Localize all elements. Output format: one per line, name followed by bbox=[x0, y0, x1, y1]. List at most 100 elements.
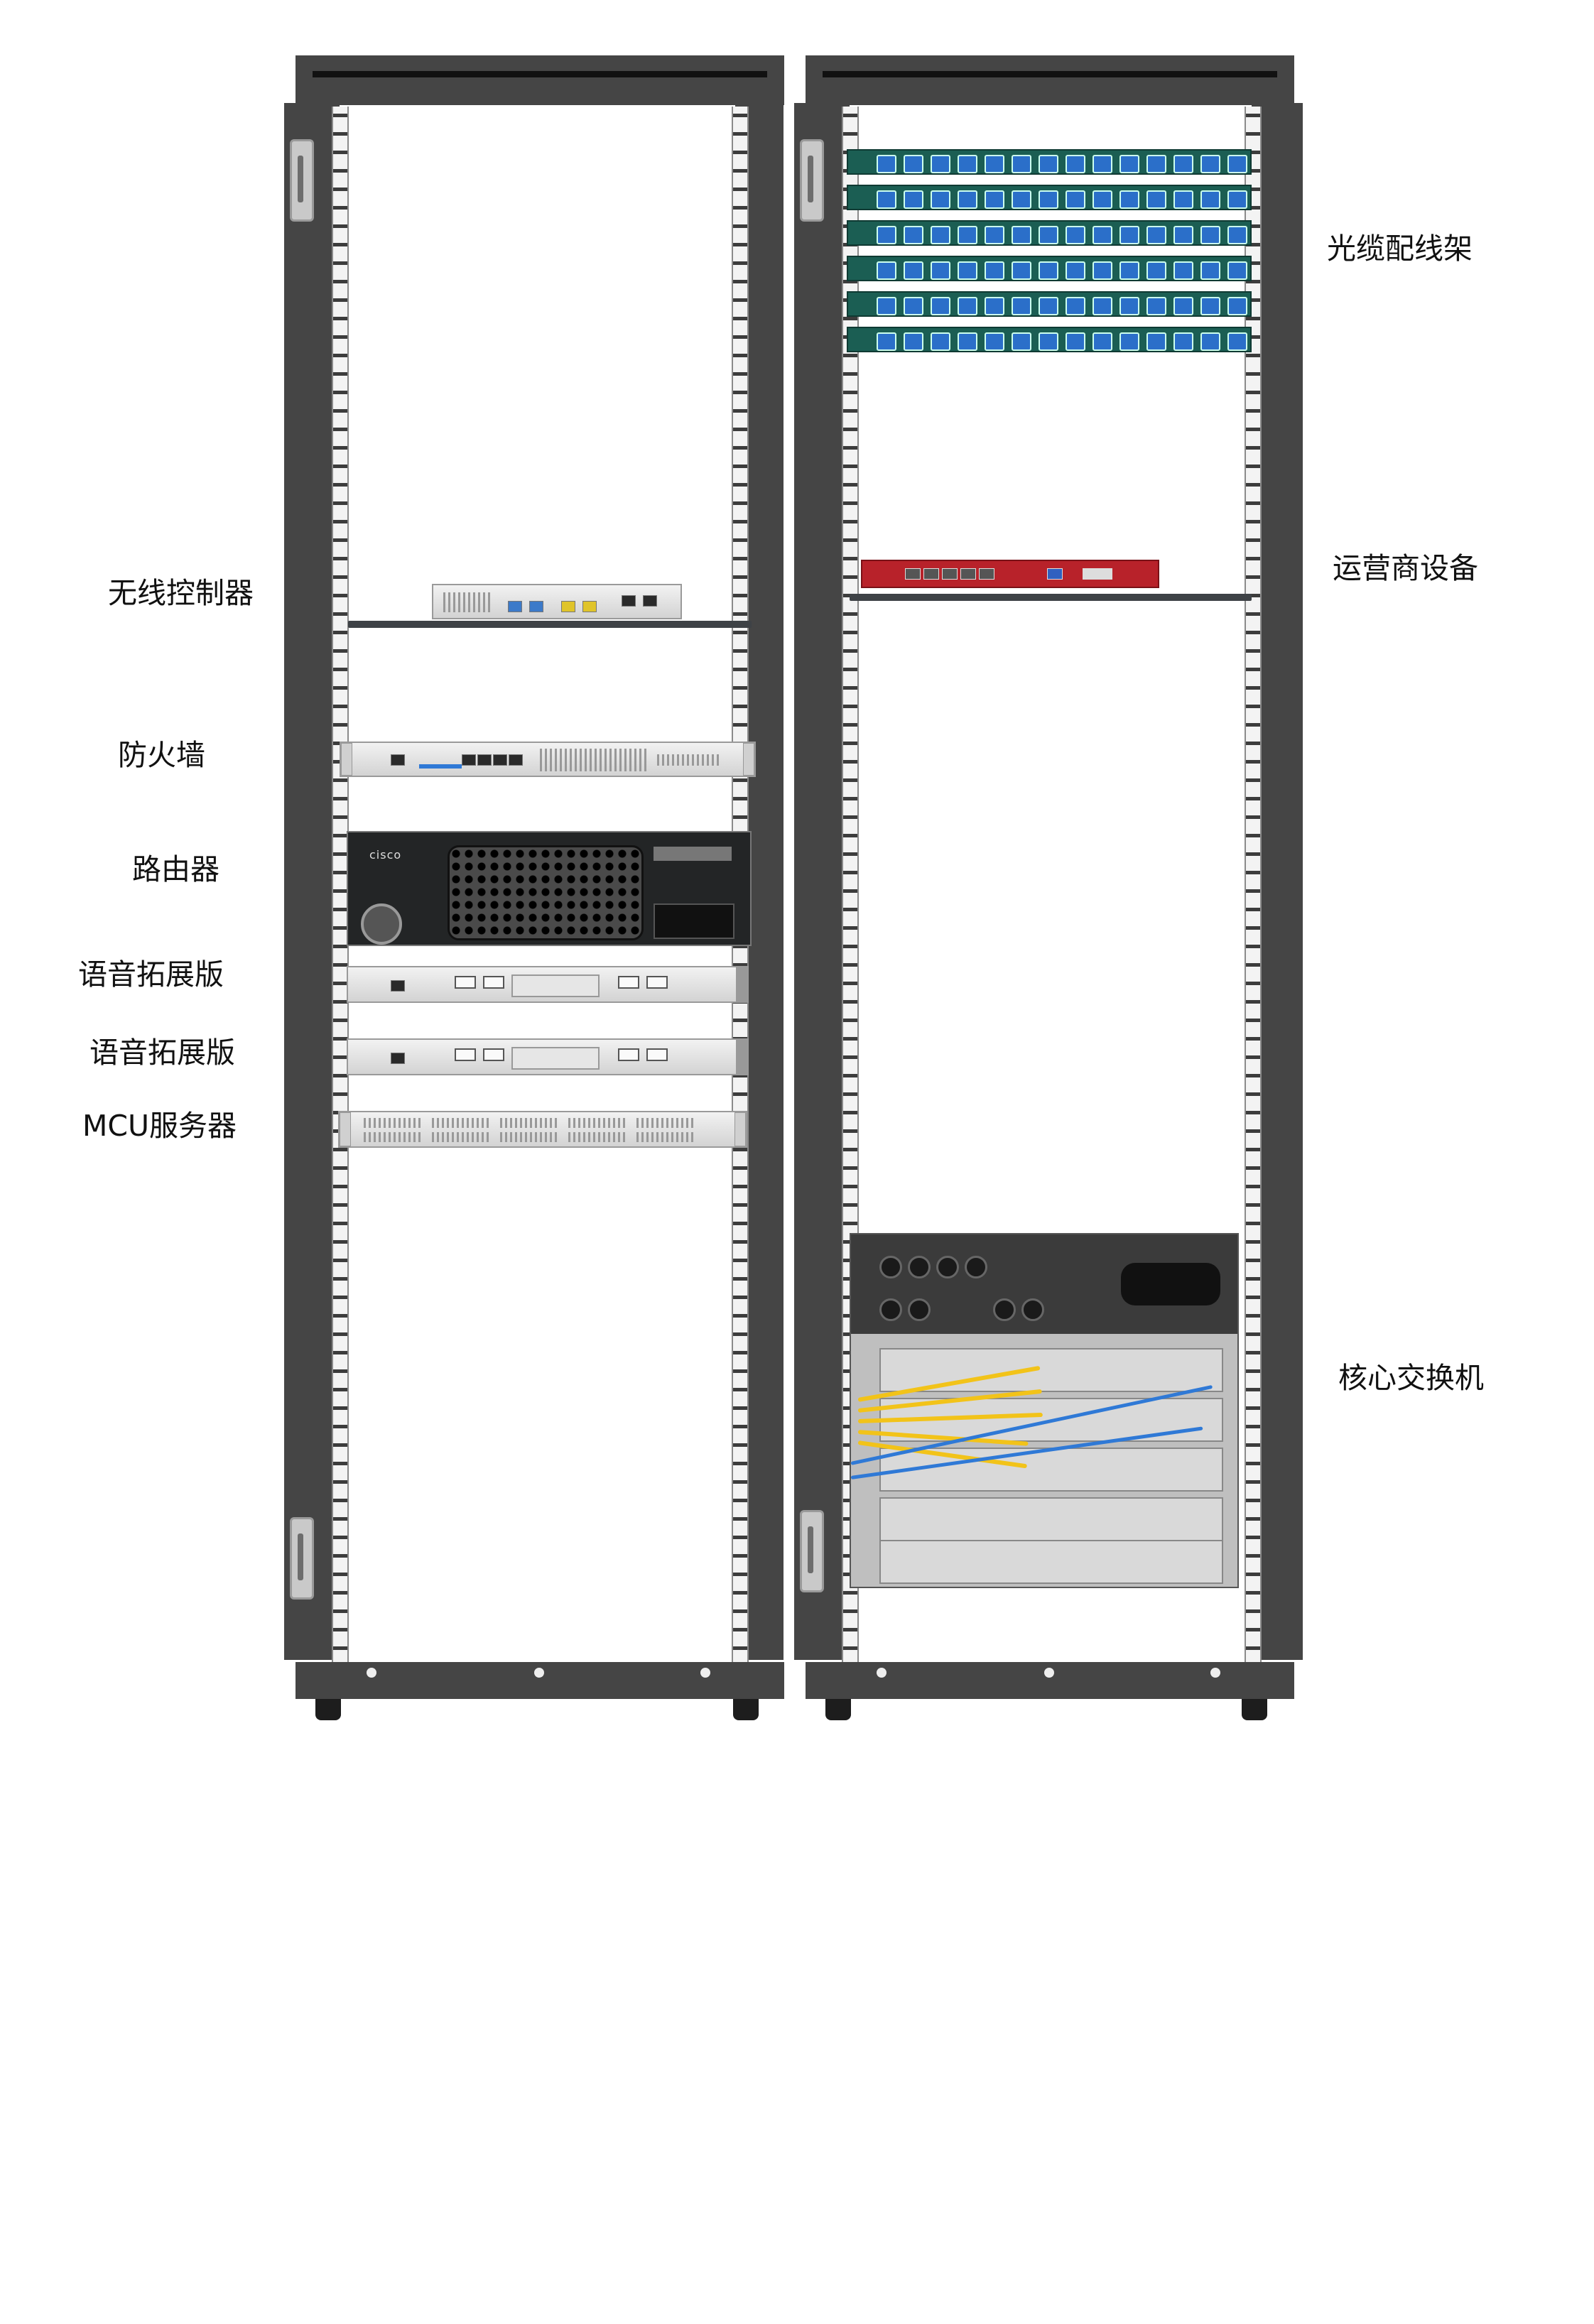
lc-connector[interactable] bbox=[958, 297, 977, 315]
lc-connector[interactable] bbox=[1200, 226, 1220, 244]
lc-connector[interactable] bbox=[1173, 261, 1193, 280]
lc-connector[interactable] bbox=[985, 297, 1004, 315]
right-rack-handle-bottom[interactable] bbox=[800, 1510, 824, 1592]
lc-connector[interactable] bbox=[904, 155, 923, 173]
lc-connector[interactable] bbox=[1200, 190, 1220, 209]
lc-connector[interactable] bbox=[1012, 297, 1031, 315]
lc-connector[interactable] bbox=[877, 297, 896, 315]
lc-connector[interactable] bbox=[958, 190, 977, 209]
lc-connector[interactable] bbox=[1039, 297, 1058, 315]
lc-connector[interactable] bbox=[1119, 155, 1139, 173]
lc-connector[interactable] bbox=[958, 261, 977, 280]
lc-connector[interactable] bbox=[1039, 261, 1058, 280]
patch-panel-row[interactable] bbox=[847, 327, 1252, 352]
lc-connector[interactable] bbox=[904, 297, 923, 315]
mcu-server[interactable] bbox=[338, 1111, 747, 1148]
lc-connector[interactable] bbox=[1119, 261, 1139, 280]
lc-connector[interactable] bbox=[1039, 155, 1058, 173]
patch-panel-row[interactable] bbox=[847, 256, 1252, 281]
wireless-controller[interactable] bbox=[432, 584, 682, 619]
lc-connector[interactable] bbox=[1066, 332, 1085, 351]
lc-connector[interactable] bbox=[1146, 297, 1166, 315]
lc-connector[interactable] bbox=[877, 226, 896, 244]
lc-connector[interactable] bbox=[1146, 155, 1166, 173]
lc-connector[interactable] bbox=[1039, 332, 1058, 351]
lc-connector[interactable] bbox=[1227, 190, 1247, 209]
lc-connector[interactable] bbox=[1119, 226, 1139, 244]
lc-connector[interactable] bbox=[1066, 297, 1085, 315]
lc-connector[interactable] bbox=[931, 226, 950, 244]
lc-connector[interactable] bbox=[958, 155, 977, 173]
patch-panel-row[interactable] bbox=[847, 291, 1252, 317]
firewall[interactable] bbox=[340, 742, 756, 777]
lc-connector[interactable] bbox=[1227, 332, 1247, 351]
lc-connector[interactable] bbox=[1119, 332, 1139, 351]
lc-connector[interactable] bbox=[1200, 297, 1220, 315]
lc-connector[interactable] bbox=[1012, 155, 1031, 173]
patch-panel-row[interactable] bbox=[847, 185, 1252, 210]
lc-connector[interactable] bbox=[1093, 155, 1112, 173]
voice-expansion-card-1[interactable] bbox=[347, 966, 749, 1003]
lc-connector[interactable] bbox=[1012, 226, 1031, 244]
lc-connector[interactable] bbox=[931, 190, 950, 209]
lc-connector[interactable] bbox=[1012, 261, 1031, 280]
lc-connector[interactable] bbox=[1227, 297, 1247, 315]
lc-connector[interactable] bbox=[1066, 226, 1085, 244]
lc-connector[interactable] bbox=[1066, 155, 1085, 173]
lc-connector[interactable] bbox=[931, 332, 950, 351]
lc-connector[interactable] bbox=[1173, 190, 1193, 209]
lc-connector[interactable] bbox=[1119, 297, 1139, 315]
lc-connector[interactable] bbox=[1146, 261, 1166, 280]
lc-connector[interactable] bbox=[1200, 332, 1220, 351]
lc-connector[interactable] bbox=[1173, 297, 1193, 315]
lc-connector[interactable] bbox=[1146, 332, 1166, 351]
lc-connector[interactable] bbox=[1093, 332, 1112, 351]
lc-connector[interactable] bbox=[931, 297, 950, 315]
lc-connector[interactable] bbox=[985, 190, 1004, 209]
lc-connector[interactable] bbox=[1093, 297, 1112, 315]
router[interactable]: cisco bbox=[347, 831, 752, 946]
lc-connector[interactable] bbox=[985, 332, 1004, 351]
lc-connector[interactable] bbox=[985, 261, 1004, 280]
lc-connector[interactable] bbox=[1066, 190, 1085, 209]
patch-panel-row[interactable] bbox=[847, 220, 1252, 246]
lc-connector[interactable] bbox=[1173, 155, 1193, 173]
lc-connector[interactable] bbox=[931, 261, 950, 280]
voice-expansion-card-2[interactable] bbox=[347, 1038, 749, 1075]
lc-connector[interactable] bbox=[877, 261, 896, 280]
lc-connector[interactable] bbox=[904, 226, 923, 244]
lc-connector[interactable] bbox=[985, 155, 1004, 173]
lc-connector[interactable] bbox=[1227, 261, 1247, 280]
carrier-equipment[interactable] bbox=[861, 560, 1159, 588]
lc-connector[interactable] bbox=[1200, 155, 1220, 173]
lc-connector[interactable] bbox=[1093, 226, 1112, 244]
lc-connector[interactable] bbox=[1012, 190, 1031, 209]
lc-connector[interactable] bbox=[1119, 190, 1139, 209]
lc-connector[interactable] bbox=[1227, 155, 1247, 173]
right-rack-handle-top[interactable] bbox=[800, 139, 824, 222]
lc-connector[interactable] bbox=[877, 190, 896, 209]
lc-connector[interactable] bbox=[1146, 190, 1166, 209]
lc-connector[interactable] bbox=[1093, 190, 1112, 209]
lc-connector[interactable] bbox=[931, 155, 950, 173]
lc-connector[interactable] bbox=[877, 332, 896, 351]
lc-connector[interactable] bbox=[958, 332, 977, 351]
lc-connector[interactable] bbox=[958, 226, 977, 244]
lc-connector[interactable] bbox=[904, 261, 923, 280]
lc-connector[interactable] bbox=[985, 226, 1004, 244]
left-rack-handle-top[interactable] bbox=[290, 139, 314, 222]
lc-connector[interactable] bbox=[1039, 226, 1058, 244]
lc-connector[interactable] bbox=[877, 155, 896, 173]
lc-connector[interactable] bbox=[904, 190, 923, 209]
lc-connector[interactable] bbox=[1200, 261, 1220, 280]
lc-connector[interactable] bbox=[1093, 261, 1112, 280]
patch-panel-row[interactable] bbox=[847, 149, 1252, 175]
lc-connector[interactable] bbox=[1146, 226, 1166, 244]
lc-connector[interactable] bbox=[1039, 190, 1058, 209]
lc-connector[interactable] bbox=[904, 332, 923, 351]
lc-connector[interactable] bbox=[1066, 261, 1085, 280]
lc-connector[interactable] bbox=[1012, 332, 1031, 351]
lc-connector[interactable] bbox=[1173, 226, 1193, 244]
lc-connector[interactable] bbox=[1173, 332, 1193, 351]
core-switch[interactable] bbox=[850, 1233, 1239, 1588]
